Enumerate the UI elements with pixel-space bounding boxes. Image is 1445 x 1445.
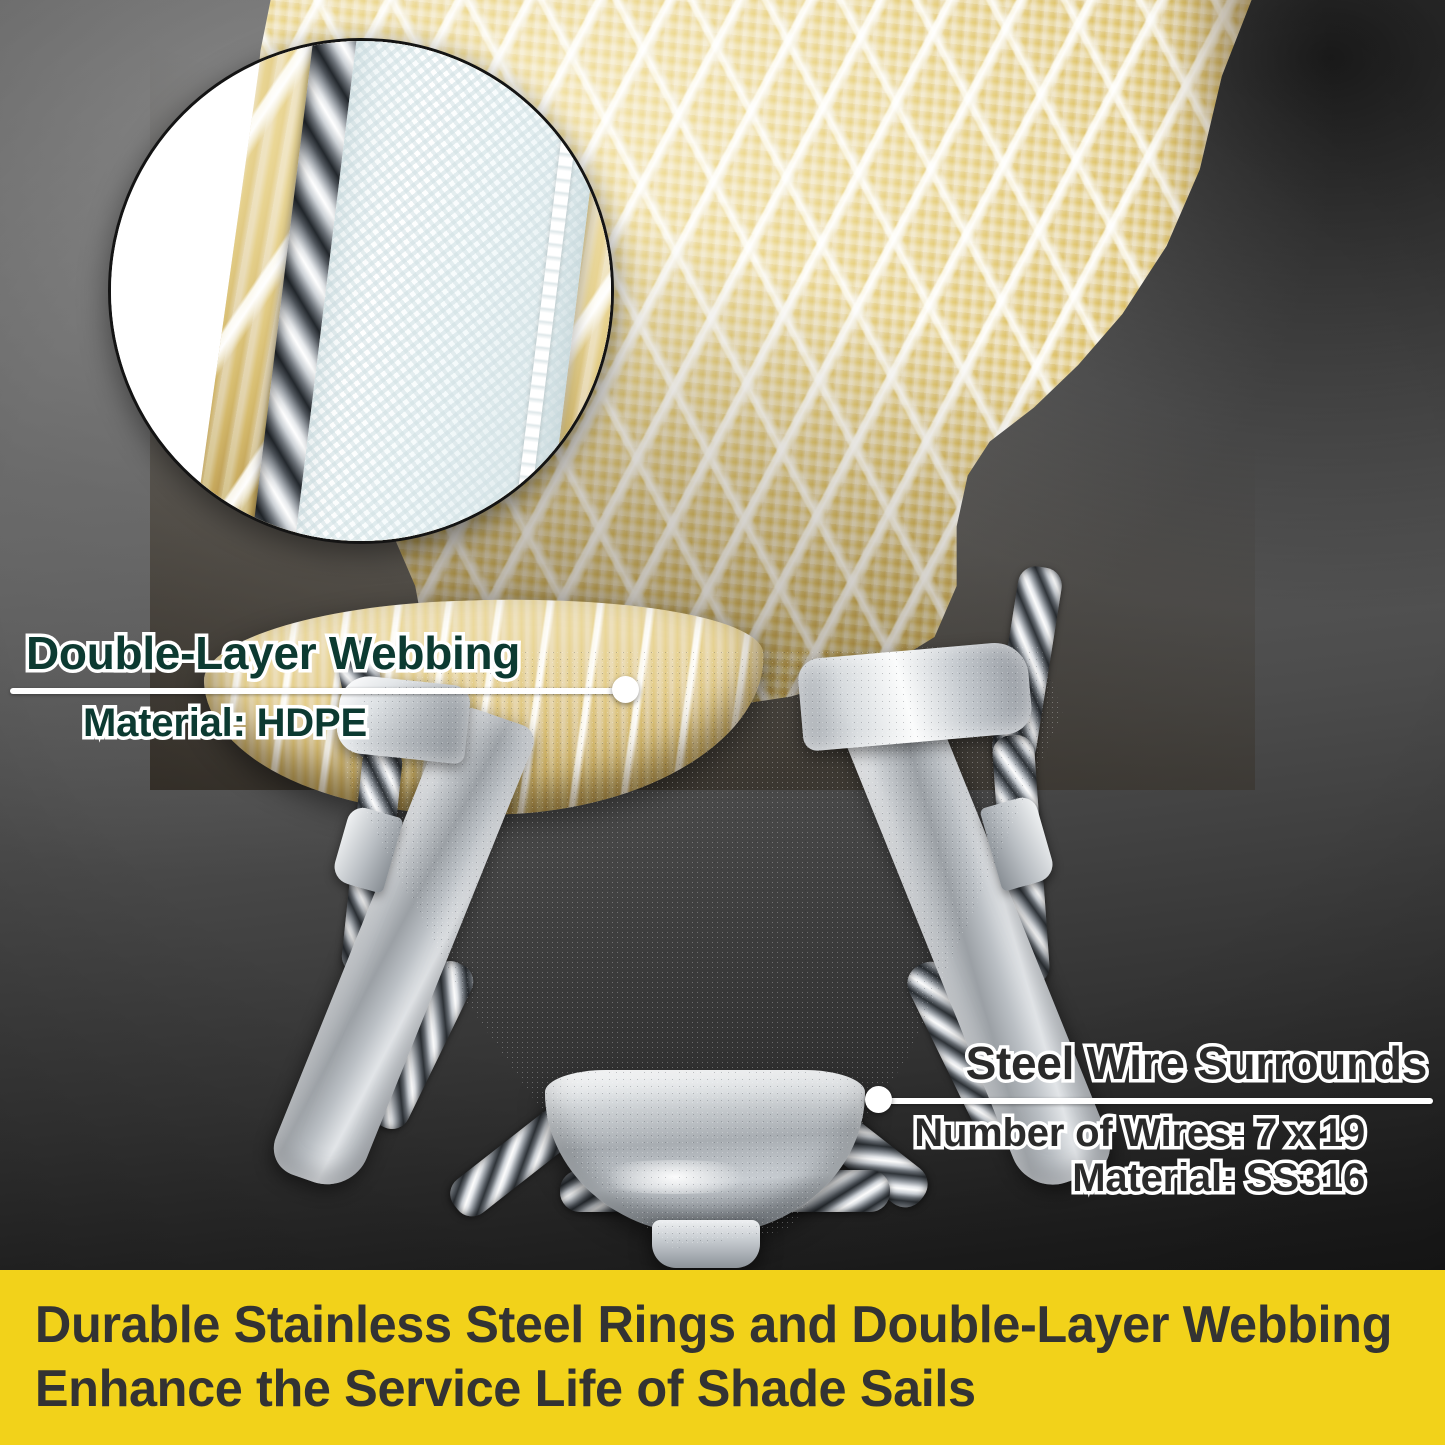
magnifier-inset-circle: [108, 38, 614, 544]
ring-foot: [652, 1220, 760, 1268]
bottom-tagline-banner: Durable Stainless Steel Rings and Double…: [0, 1270, 1445, 1445]
banner-line-2: Enhance the Service Life of Shade Sails: [34, 1359, 976, 1418]
callout-double-layer-webbing: Double-Layer Webbing Material: HDPE: [0, 626, 660, 748]
callout-right-leader-dot: [865, 1085, 892, 1113]
callout-left-title: Double-Layer Webbing: [23, 626, 524, 680]
ring-specular-highlight: [580, 1160, 770, 1194]
callout-left-leader-bar: [10, 687, 630, 694]
callout-right-title: Steel Wire Surrounds: [962, 1036, 1431, 1090]
callout-left-leader: [10, 675, 639, 703]
ring-top-right-lug: [796, 640, 1034, 752]
callout-right-detail-wires: Number of Wires: 7 x 19: [911, 1107, 1369, 1158]
callout-right-leader-bar: [881, 1097, 1433, 1104]
callout-left-leader-dot: [612, 675, 639, 703]
banner-line-1: Durable Stainless Steel Rings and Double…: [34, 1296, 1393, 1355]
callout-right-leader: [785, 1085, 1445, 1113]
callout-right-detail-material: Material: SS316: [1069, 1152, 1369, 1203]
callout-left-detail-material: Material: HDPE: [80, 697, 371, 748]
callout-steel-wire-surrounds: Steel Wire Surrounds Number of Wires: 7 …: [785, 1036, 1445, 1203]
